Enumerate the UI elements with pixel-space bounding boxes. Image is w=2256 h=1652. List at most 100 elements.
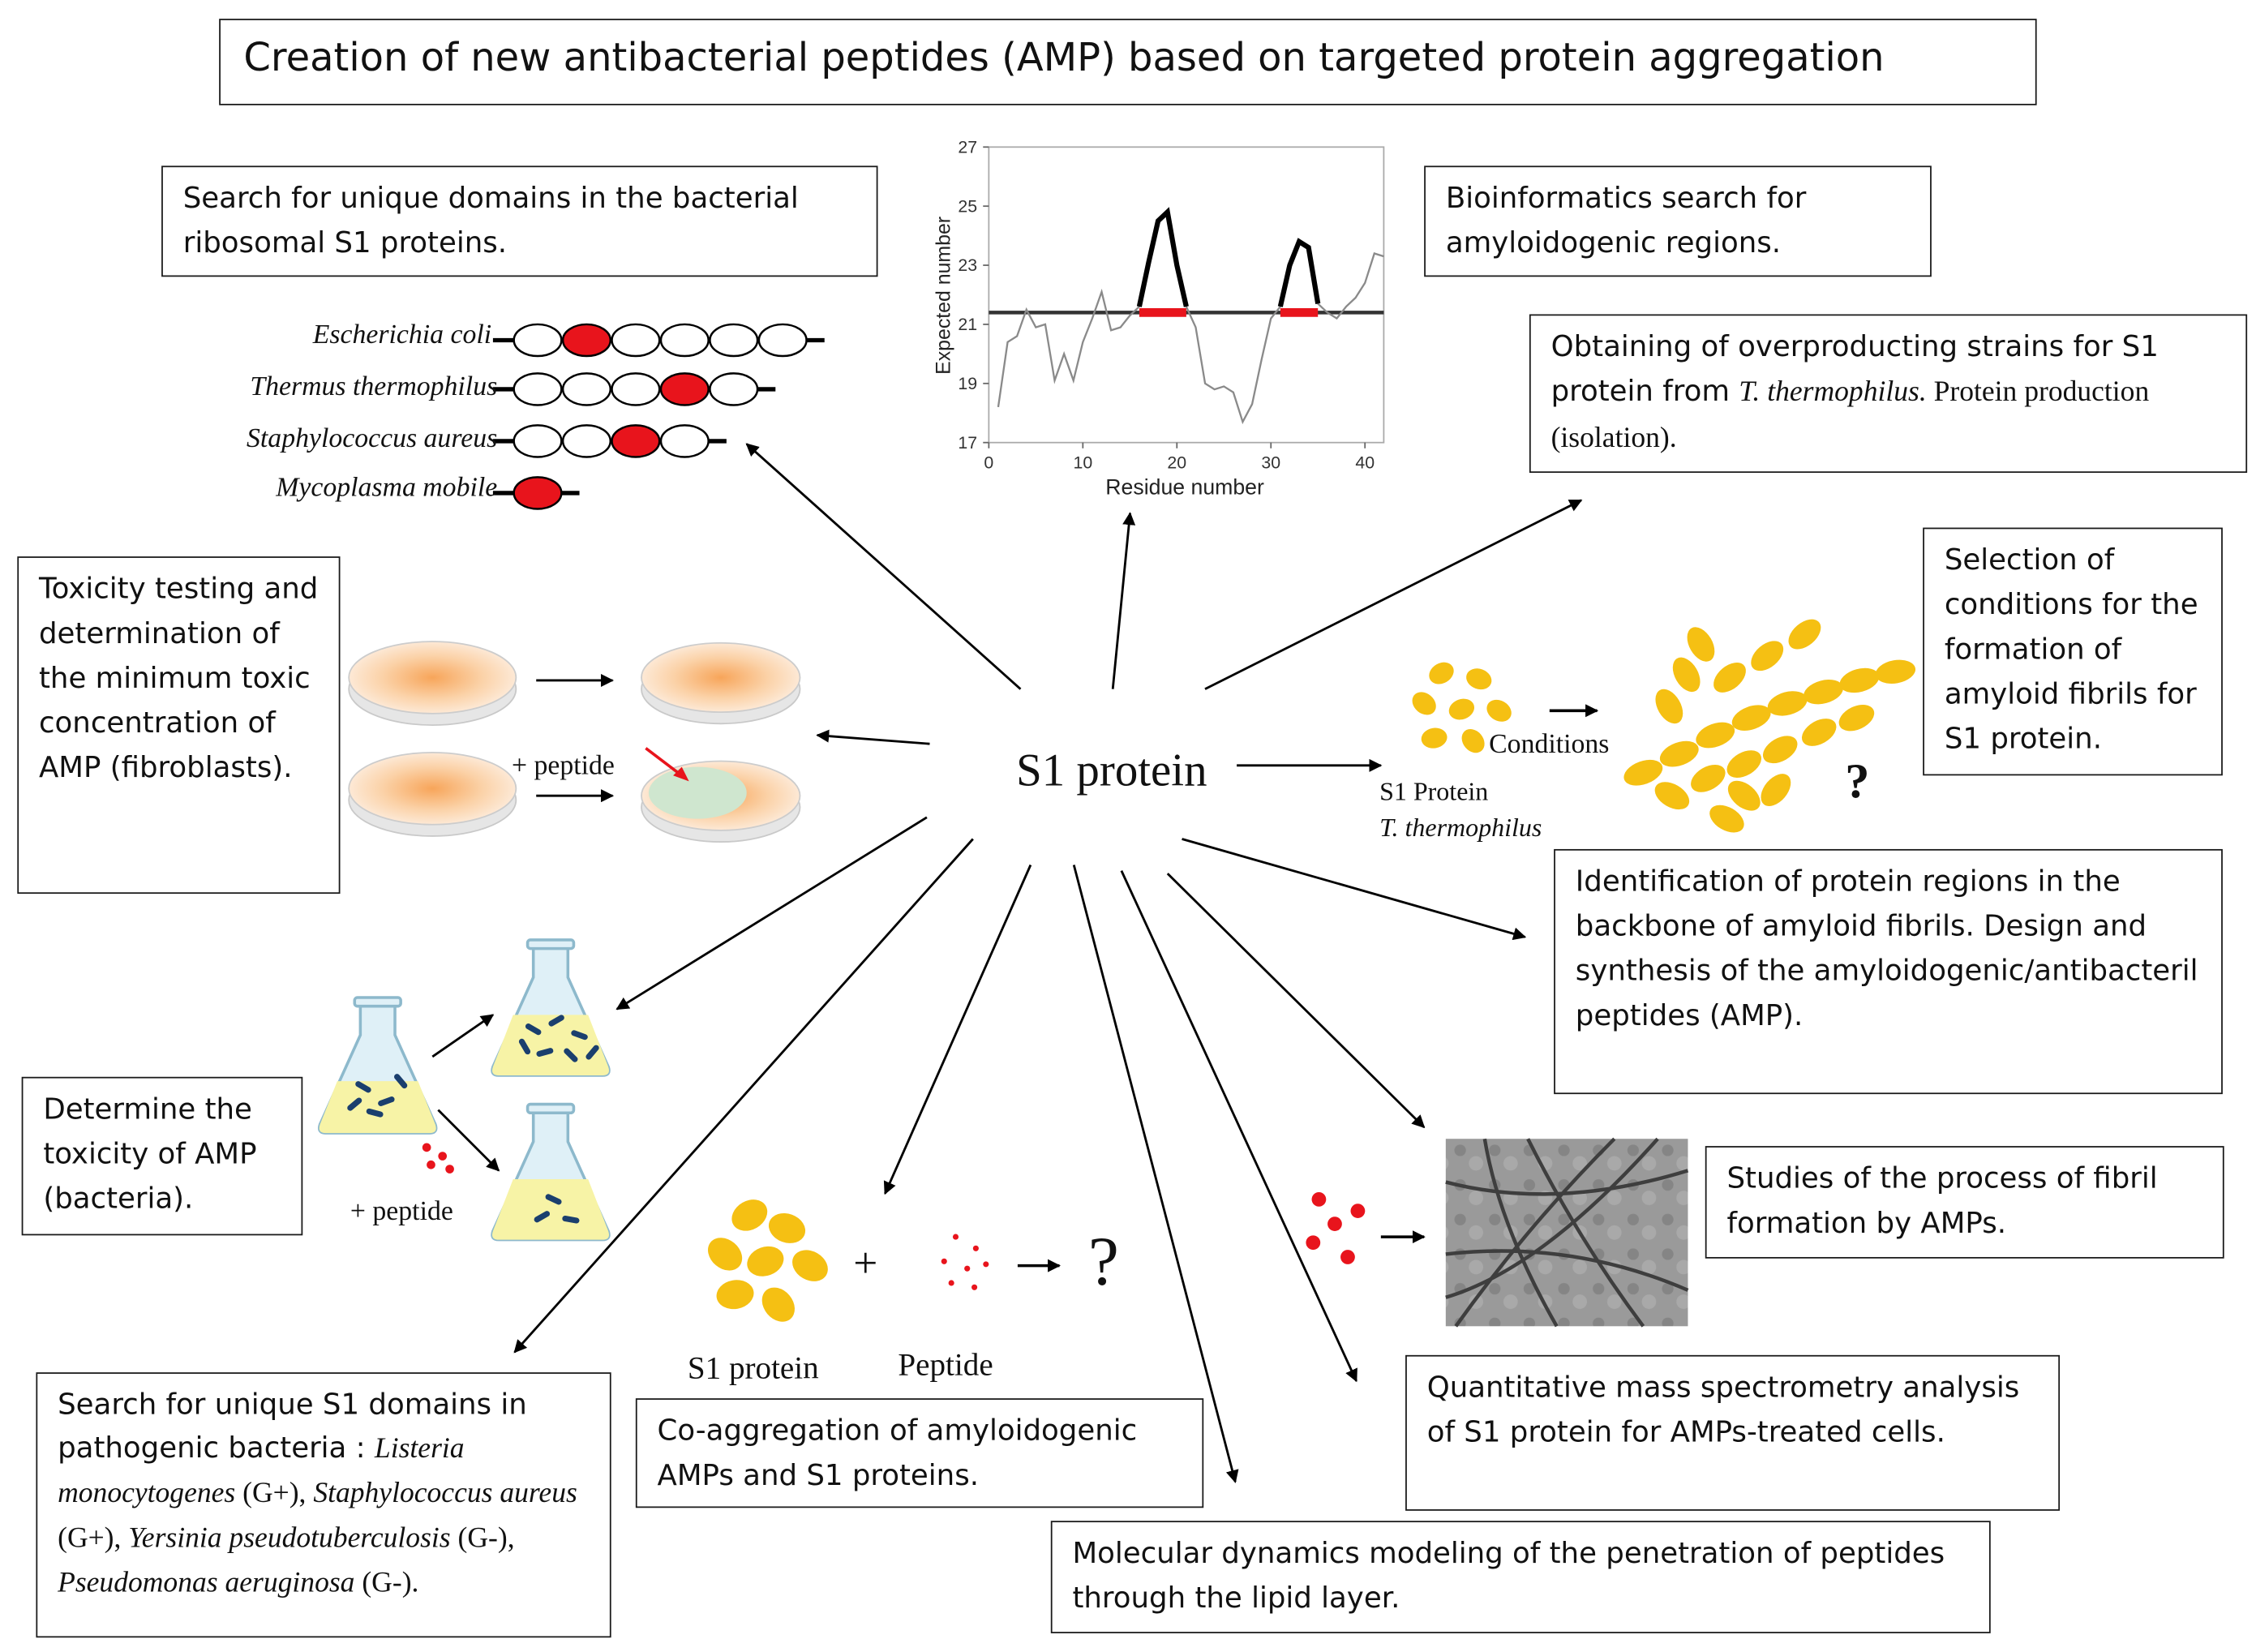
- s1-particles: [708, 1199, 828, 1322]
- domain-2-3: [659, 424, 710, 458]
- chart-series-line: [997, 210, 1384, 425]
- text-bioinformatics: Bioinformatics search for amyloidogenic …: [1445, 180, 1807, 260]
- chart-peak-0: [1136, 207, 1189, 307]
- text-pathogenic-sp4: Pseudomonas aeruginosa: [58, 1567, 355, 1599]
- s1-monomers: [1412, 662, 1512, 753]
- box-pathogenic: Search for unique S1 domains in pathogen…: [36, 1372, 611, 1638]
- text-pathogenic-intro: Search for unique S1 domains in pathogen…: [58, 1386, 527, 1465]
- flasks: [317, 938, 611, 1242]
- arrow-to-flasks: [615, 816, 928, 1011]
- species-label-3: Mycoplasma mobile: [276, 473, 498, 504]
- chart-ylabel: Expected number: [932, 217, 954, 375]
- label-question-fibrils: ?: [1845, 755, 1870, 809]
- label-question-coagg: ?: [1088, 1224, 1119, 1301]
- label-peptide-bottom: Peptide: [898, 1346, 993, 1383]
- chart-peak-1: [1277, 238, 1321, 307]
- text-search-domains: Search for unique domains in the bacteri…: [182, 180, 799, 260]
- text-pathogenic-g3: (G-),: [450, 1522, 515, 1555]
- text-overproducing-species: T. thermophilus.: [1739, 375, 1927, 409]
- red-pointer-arrow: [645, 747, 683, 777]
- s1-domain-rows: [492, 323, 825, 510]
- chart-ytick-label: 27: [958, 137, 977, 157]
- chart-peaks: [1136, 207, 1321, 317]
- box-overproducing: Obtaining of overproducting strains for …: [1529, 314, 2248, 474]
- text-pathogenic-sp1: Listeria monocytogenes: [58, 1432, 465, 1510]
- domain-1-4: [709, 372, 759, 406]
- label-s1-protein-bottom: S1 protein: [687, 1349, 819, 1386]
- arrow-to-chart: [1111, 512, 1136, 689]
- chart-ytick-label: 23: [958, 255, 977, 275]
- species-label-2: Staphylococcus aureus: [247, 423, 498, 454]
- petri-dishes: [348, 641, 801, 843]
- domain-1-3: [659, 372, 710, 406]
- text-fibril-studies: Studies of the process of fibril formati…: [1726, 1160, 2158, 1240]
- arrow-to-overproducing: [1204, 499, 1583, 690]
- chart-ytick-label: 25: [958, 196, 977, 216]
- amp-dots: [1306, 1191, 1366, 1264]
- arrows: [513, 443, 1583, 1483]
- domain-0-1: [561, 323, 612, 358]
- title-box: Creation of new antibacterial peptides (…: [219, 19, 2037, 105]
- box-molecular-dynamics: Molecular dynamics modeling of the penet…: [1050, 1521, 1991, 1633]
- domain-2-0: [513, 424, 563, 458]
- label-s1-protein-tt: S1 Protein: [1379, 777, 1489, 806]
- label-conditions: Conditions: [1489, 729, 1610, 760]
- text-molecular-dynamics: Molecular dynamics modeling of the penet…: [1072, 1535, 1945, 1615]
- box-coaggregation: Co-aggregation of amyloidogenic AMPs and…: [635, 1398, 1204, 1508]
- chart-xlabel: Residue number: [1105, 475, 1264, 500]
- text-pathogenic-g4: (G-).: [354, 1567, 419, 1599]
- box-identification: Identification of protein regions in the…: [1554, 848, 2223, 1095]
- species-label-0: Escherichia coli: [312, 320, 492, 350]
- domain-1-1: [561, 372, 612, 406]
- chart-ytick-label: 19: [958, 374, 977, 393]
- label-plus-sign: +: [853, 1239, 878, 1288]
- text-pathogenic-g2: (G+),: [58, 1522, 129, 1555]
- domain-1-0: [513, 372, 563, 406]
- amyloid-fibrils: [1623, 619, 1916, 833]
- arrow-to-fibrils: [1166, 873, 1426, 1129]
- text-identification: Identification of protein regions in the…: [1575, 863, 2198, 1032]
- domain-2-1: [561, 424, 612, 458]
- chart-xtick-label: 0: [984, 453, 993, 473]
- domain-2-2: [611, 424, 661, 458]
- label-tt-species: T. thermophilus: [1379, 813, 1542, 843]
- text-overproducing-a: Obtaining of overproducting strains for …: [1550, 328, 2159, 409]
- co-aggregation-illustration: [708, 1199, 1062, 1322]
- arrow-to-pathogenic: [513, 838, 974, 1354]
- arrow-to-identification: [1182, 838, 1527, 941]
- dish-top-left: [348, 641, 517, 726]
- center-s1-protein: S1 protein: [1016, 744, 1207, 796]
- chart-ytick-label: 17: [958, 433, 977, 453]
- peptide-dots-flask: [422, 1143, 454, 1174]
- arrow-to-domains: [745, 443, 1022, 690]
- text-coaggregation: Co-aggregation of amyloidogenic AMPs and…: [657, 1412, 1138, 1492]
- text-pathogenic-g1: (G+),: [235, 1477, 314, 1510]
- peptide-dots-coagg: [941, 1234, 989, 1290]
- domain-0-2: [611, 323, 661, 358]
- domain-0-0: [513, 323, 563, 358]
- chart-xtick-label: 10: [1073, 453, 1092, 473]
- box-toxicity-bacteria: Determine the toxicity of AMP (bacteria)…: [21, 1076, 303, 1236]
- domain-0-5: [757, 323, 808, 358]
- chart-xtick-label: 20: [1167, 453, 1186, 473]
- page-title: Creation of new antibacterial peptides (…: [243, 36, 1885, 81]
- fibril-studies-illustration: [1306, 1137, 1689, 1328]
- text-mass-spec: Quantitative mass spectrometry analysis …: [1426, 1369, 2020, 1449]
- tem-micrograph: [1445, 1137, 1689, 1328]
- dish-bottom-right: [641, 747, 801, 843]
- inhibition-zone: [648, 766, 747, 819]
- box-mass-spec: Quantitative mass spectrometry analysis …: [1405, 1354, 2061, 1511]
- flask-source: [317, 996, 438, 1135]
- chart-xtick-label: 40: [1355, 453, 1375, 473]
- domain-0-3: [659, 323, 710, 358]
- box-search-domains: Search for unique domains in the bacteri…: [161, 165, 878, 277]
- label-plus-peptide-flask: + peptide: [350, 1196, 453, 1227]
- amyloid-formation: [1412, 619, 1916, 833]
- arrow-to-mass-spec: [1120, 870, 1357, 1383]
- text-toxicity-fibroblasts: Toxicity testing and determination of th…: [38, 570, 319, 784]
- arrow-to-coaggregation: [883, 864, 1032, 1195]
